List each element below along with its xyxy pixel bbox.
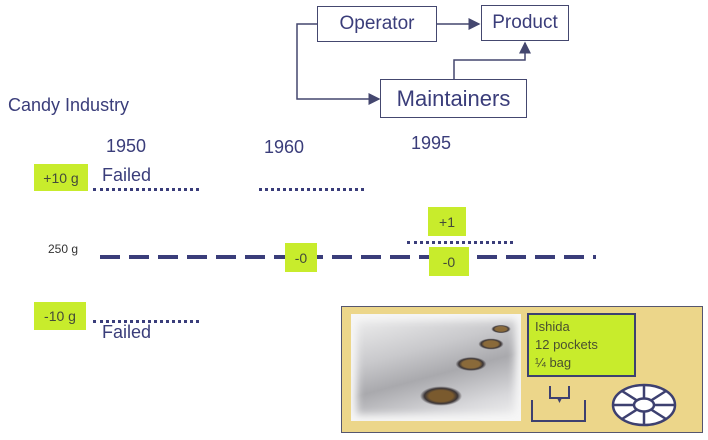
product-label: Product — [492, 12, 558, 33]
tag-minus-10g: -10 g — [34, 302, 86, 330]
tag-zero-1995: -0 — [429, 247, 469, 276]
tag-plus-10g: +10 g — [34, 164, 88, 191]
machine-bag: ¼ bag — [535, 355, 572, 370]
tag-zero-1960: -0 — [285, 243, 317, 272]
pocket-wheel-icon — [611, 383, 677, 427]
product-box: Product — [481, 5, 569, 41]
upper-limit-1995 — [407, 241, 513, 244]
operator-box: Operator — [317, 6, 437, 42]
maintainers-label: Maintainers — [396, 85, 511, 111]
year-1950: 1950 — [106, 136, 147, 156]
machine-pockets: 12 pockets — [535, 337, 598, 352]
machine-info-box: Ishida 12 pockets ¼ bag — [527, 313, 636, 377]
upper-failed-label: Failed — [102, 165, 152, 185]
lower-failed-label: Failed — [102, 322, 152, 342]
machine-name: Ishida — [535, 319, 570, 334]
upper-limit-1960 — [259, 188, 364, 191]
operator-label: Operator — [339, 13, 415, 34]
weigher-machine-photo — [351, 314, 521, 421]
maintainers-box: Maintainers — [380, 79, 527, 118]
year-1960: 1960 — [264, 137, 305, 157]
arrow-maintainers-product — [453, 41, 531, 79]
diagram-title: Candy Industry — [8, 95, 130, 115]
lower-limit-1950 — [93, 320, 199, 323]
bag-icon — [531, 386, 586, 422]
year-1995: 1995 — [411, 133, 452, 153]
upper-limit-1950 — [93, 188, 199, 191]
arrow-operator-maintainers — [296, 23, 381, 105]
target-weight-label: 250 g — [48, 242, 79, 256]
tag-plus-1: +1 — [428, 207, 466, 236]
